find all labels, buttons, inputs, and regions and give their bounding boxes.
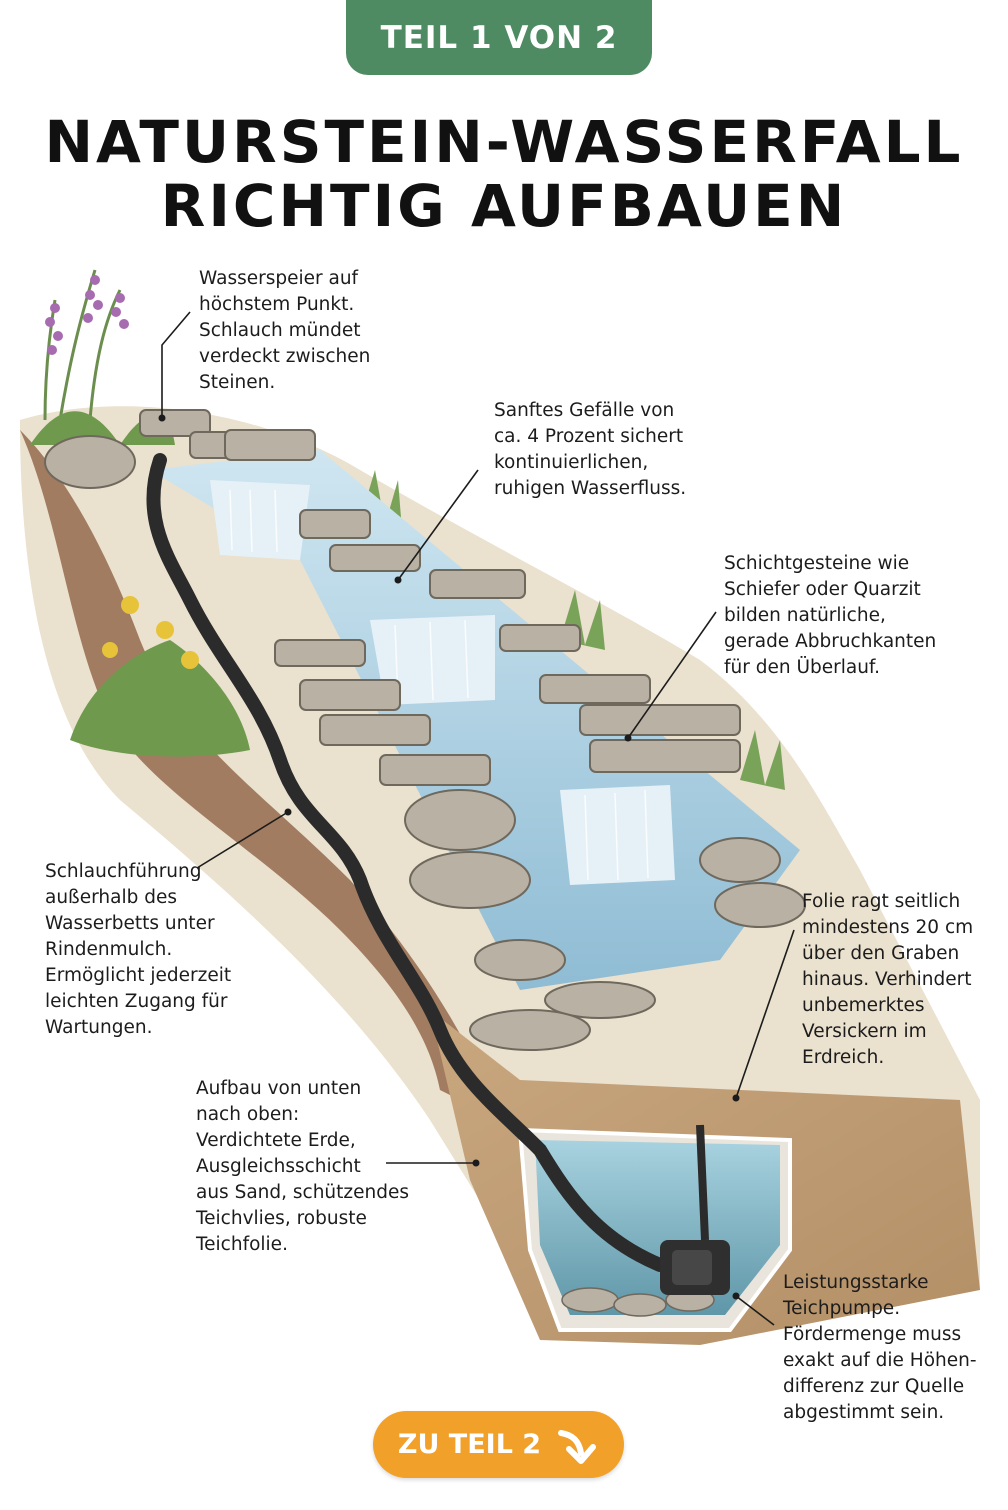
leader-lines (161, 311, 795, 1326)
next-part-label: ZU TEIL 2 (397, 1429, 542, 1460)
next-part-button[interactable]: ZU TEIL 2 (373, 1411, 624, 1478)
waterfall-middle (370, 615, 495, 705)
page-title-line-2: RICHTIG AUFBAUEN (160, 172, 848, 240)
pond-pump (660, 1240, 730, 1295)
yellow-flower-plant (70, 596, 250, 757)
hose (146, 453, 667, 1272)
pond-water (535, 1140, 780, 1315)
leader-dots (158, 414, 740, 1300)
riser-pipe (696, 1124, 709, 1241)
page-title-line-1: NATURSTEIN-WASSERFALL (44, 108, 964, 176)
arrow-down-right-icon (558, 1429, 597, 1464)
flower-plant (30, 269, 175, 445)
natural-stones (44, 409, 806, 1051)
part-badge: TEIL 1 VON 2 (346, 0, 652, 75)
waterfall-upper (210, 480, 310, 560)
stream-bed (150, 450, 800, 990)
